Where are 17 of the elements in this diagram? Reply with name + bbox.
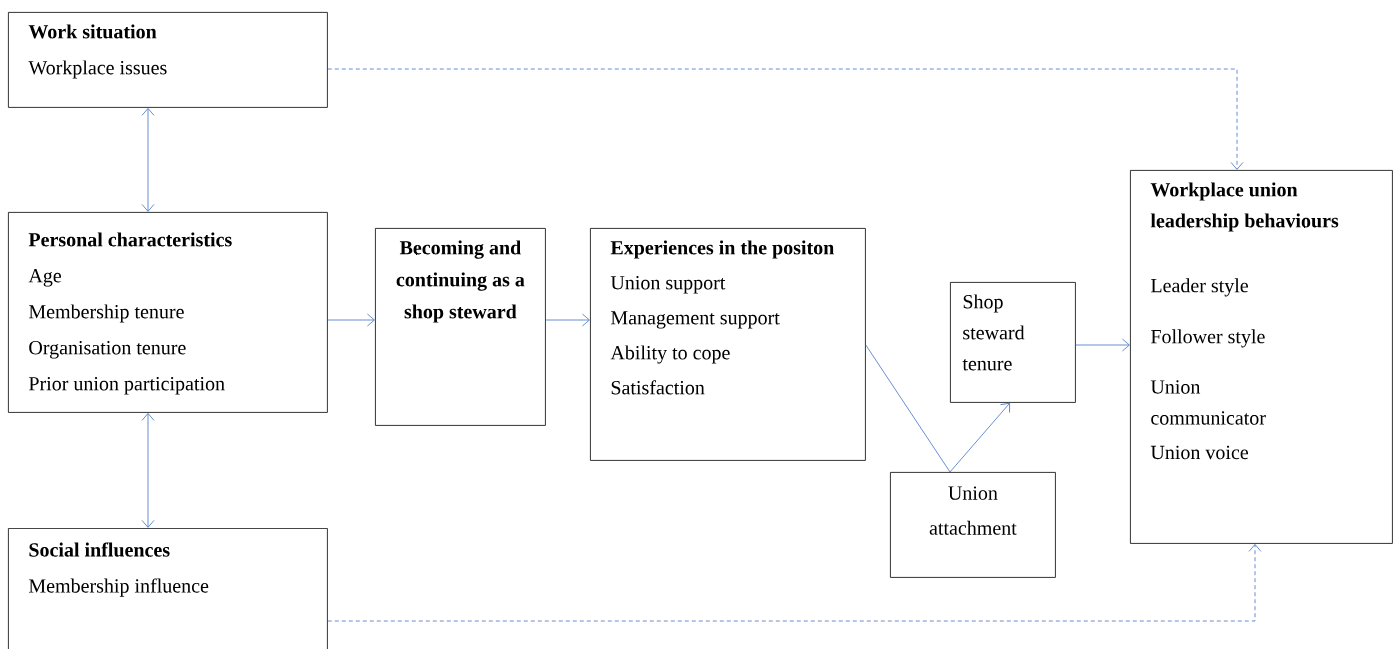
connector-line (865, 344, 951, 473)
arrow (141, 413, 155, 528)
arrow (141, 108, 155, 212)
text-box: Workplace union leadership behaviours Leader style Follower style Union communicator Union voice (1130, 170, 1393, 544)
arrow (545, 313, 590, 327)
arrow (1075, 338, 1130, 352)
dashed-arrow (327, 68, 1244, 170)
text-box: Social influences Membership influence (8, 528, 328, 649)
text-box: Personal characteristics Age Membership tenure Organisation tenure Prior union participation (8, 212, 328, 413)
arrow (327, 313, 375, 327)
text-box: Work situation Workplace issues (8, 12, 328, 108)
dashed-arrow (327, 544, 1262, 622)
arrow (949, 402, 1010, 473)
text-box: Experiences in the positon Union support Management support Ability to cope Satisfaction (590, 228, 866, 461)
text-box: Becoming and continuing as a shop steward (375, 228, 546, 426)
text-box: Shop steward tenure (950, 282, 1076, 403)
text-box: Union attachment (890, 472, 1056, 578)
